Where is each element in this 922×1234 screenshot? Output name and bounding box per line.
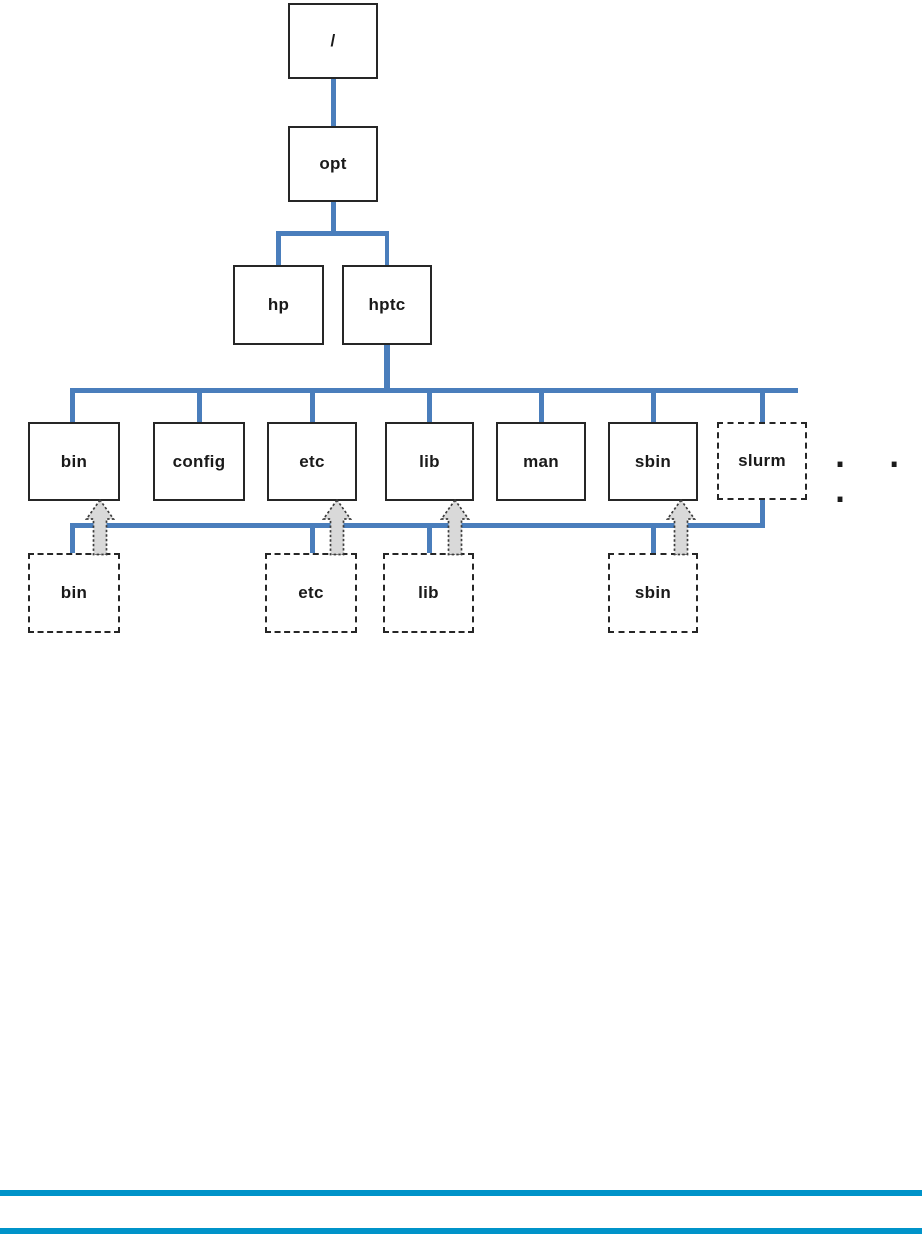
dir-label-config: config: [172, 451, 226, 471]
footer-divider-top: [0, 1190, 922, 1196]
connector-root-opt: [331, 79, 336, 126]
overlay-drop-bin: [70, 525, 75, 554]
up-block-arrow-icon: [85, 499, 115, 556]
dir-node-opt: opt: [288, 126, 378, 202]
overlay-node-lib: lib: [383, 553, 474, 633]
dir-node-lib: lib: [385, 422, 474, 501]
dir-label-bin: bin: [60, 451, 88, 471]
overlay-label-sbin: sbin: [634, 583, 672, 602]
dir-label-opt: opt: [319, 154, 347, 173]
dir-node-slurm: slurm: [717, 422, 807, 500]
up-block-arrow-icon: [322, 499, 352, 556]
dir-label-sbin: sbin: [634, 451, 672, 471]
dir-node-hp: hp: [233, 265, 324, 345]
footer-divider-bottom: [0, 1228, 922, 1234]
overlay-label-etc: etc: [298, 583, 324, 602]
dir-label-lib: lib: [419, 451, 440, 471]
dir-label-hp: hp: [267, 295, 290, 314]
dir-node-etc: etc: [267, 422, 357, 501]
drop-slurm: [760, 392, 765, 422]
overlay-bus: [70, 523, 765, 528]
overlay-node-etc: etc: [265, 553, 357, 633]
dir-node-bin: bin: [28, 422, 120, 501]
up-block-arrow-icon: [440, 499, 470, 556]
overlay-label-bin: bin: [60, 583, 88, 602]
more-children-ellipsis: . . .: [831, 440, 913, 510]
overlay-riser-slurm: [760, 499, 765, 525]
connector-to-hp: [276, 233, 281, 265]
connector-split-bar: [276, 231, 389, 236]
overlay-node-sbin: sbin: [608, 553, 698, 633]
dir-node-man: man: [496, 422, 586, 501]
drop-config: [197, 392, 202, 422]
dir-label-etc: etc: [299, 451, 325, 471]
dir-label-root: /: [330, 31, 336, 50]
drop-man: [539, 392, 544, 422]
overlay-label-lib: lib: [418, 583, 439, 602]
connector-opt-stem: [331, 202, 336, 233]
overlay-drop-lib: [427, 527, 432, 554]
drop-sbin: [651, 392, 656, 422]
connector-hptc-trunk: [384, 345, 390, 392]
dir-label-slurm: slurm: [738, 451, 786, 470]
dir-node-root: /: [288, 3, 378, 79]
dir-label-hptc: hptc: [368, 295, 406, 314]
dir-node-config: config: [153, 422, 245, 501]
dir-label-man: man: [523, 451, 559, 471]
up-block-arrow-icon: [666, 499, 696, 556]
connector-to-hptc: [384, 233, 389, 265]
top-bus: [70, 388, 798, 393]
overlay-drop-sbin: [651, 527, 656, 554]
overlay-node-bin: bin: [28, 553, 120, 633]
drop-etc: [310, 392, 315, 422]
dir-node-sbin: sbin: [608, 422, 698, 501]
drop-lib: [427, 392, 432, 422]
drop-bin: [70, 390, 75, 422]
dir-node-hptc: hptc: [342, 265, 432, 345]
overlay-drop-etc: [310, 527, 315, 554]
